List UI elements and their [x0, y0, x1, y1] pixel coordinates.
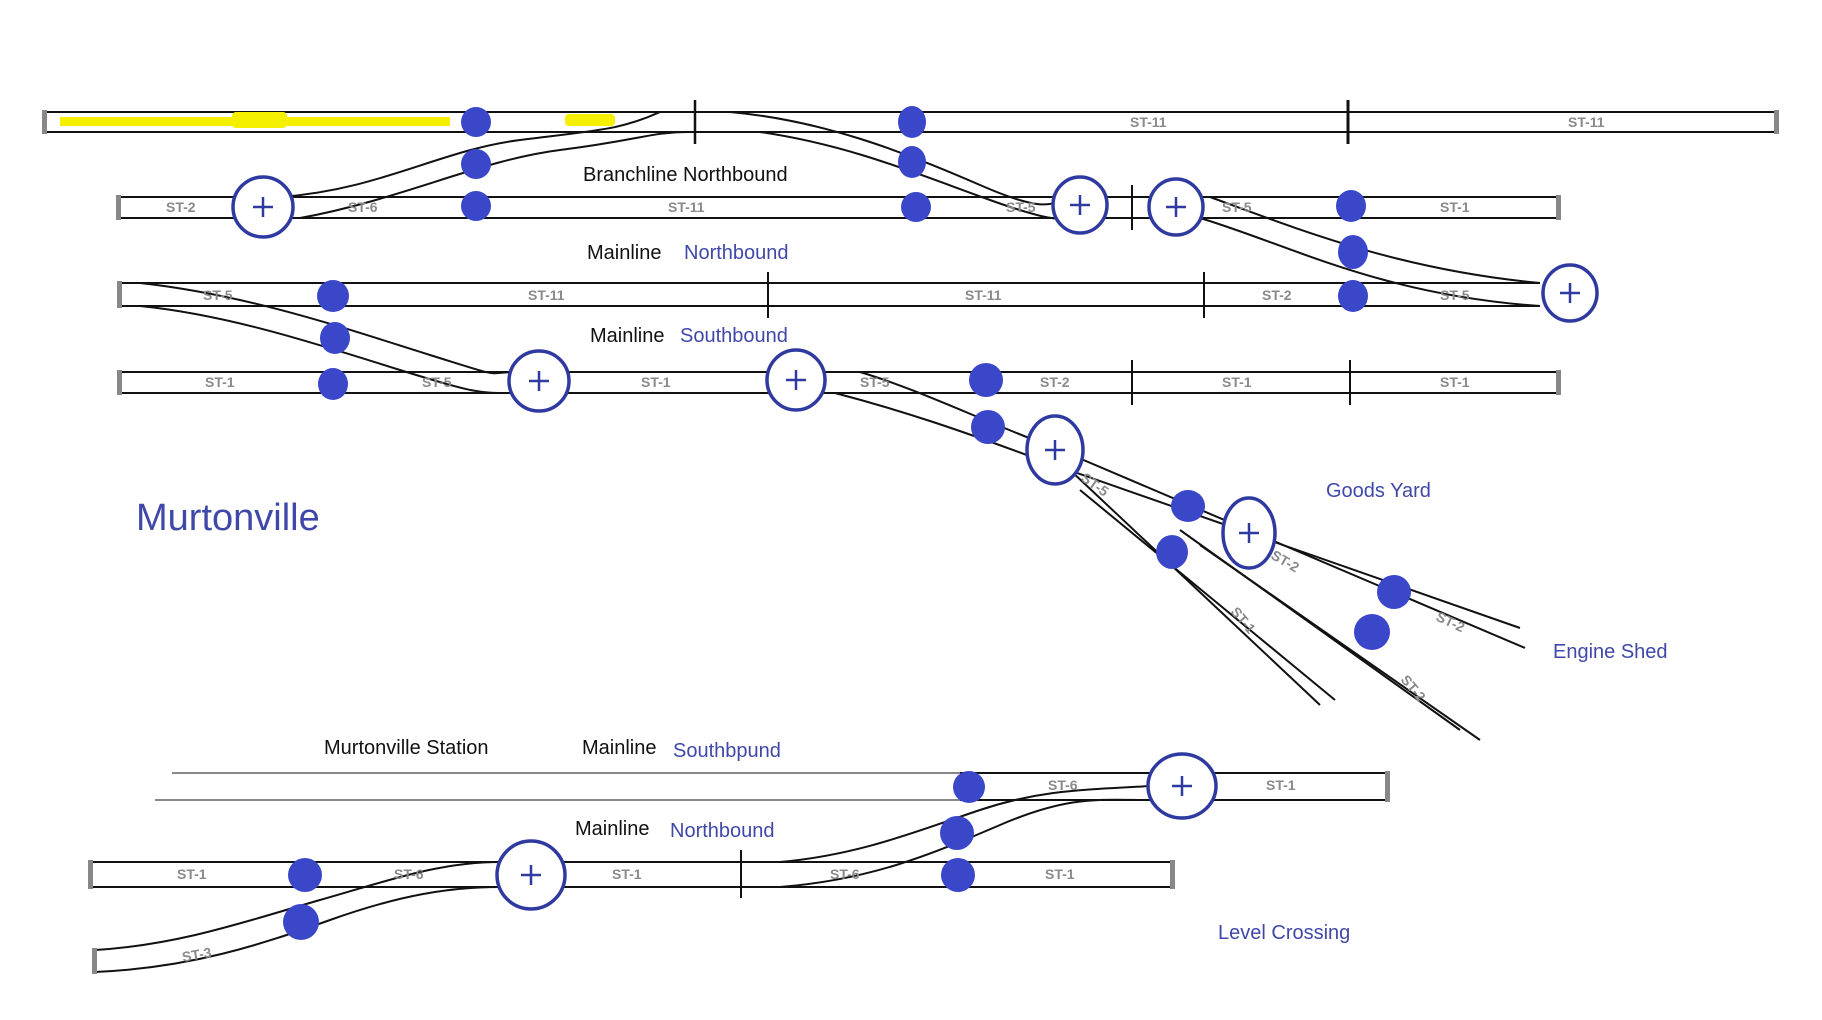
segment-labels: ST-11 ST-11 ST-2 ST-6 ST-11 ST-5 ST-5 ST…: [166, 114, 1605, 965]
blue-dot-icon[interactable]: [320, 322, 350, 354]
track-row-5: [779, 772, 1390, 888]
plus-circle-icon[interactable]: [495, 839, 567, 911]
blue-dot-icon[interactable]: [461, 191, 491, 221]
segment-label: ST-5: [1078, 469, 1112, 499]
blue-dot-icon[interactable]: [901, 192, 931, 222]
track-row-4: [120, 282, 1560, 405]
segment-label: ST-1: [205, 374, 235, 390]
segment-label: ST-6: [830, 866, 860, 882]
mainline-label: Mainline: [575, 818, 650, 840]
page-title: Murtonville: [136, 497, 320, 539]
blue-dot-icon[interactable]: [1338, 235, 1368, 269]
segment-label: ST-5: [203, 287, 233, 303]
blue-dot-icon[interactable]: [318, 368, 348, 400]
segment-label: ST-1: [641, 374, 671, 390]
plus-circle-icon[interactable]: [1541, 263, 1599, 323]
segment-label: ST-11: [1568, 114, 1605, 130]
blue-dot-icon[interactable]: [317, 280, 349, 312]
station-label: Murtonville Station: [324, 737, 489, 759]
segment-label: ST-11: [1130, 114, 1167, 130]
plus-circle-icon[interactable]: [1146, 752, 1218, 820]
level-crossing-label: Level Crossing: [1218, 922, 1351, 944]
segment-label: ST-6: [1048, 777, 1078, 793]
blue-dot-icon[interactable]: [1171, 490, 1205, 522]
blue-dot-icon[interactable]: [969, 363, 1003, 397]
segment-label: ST-1: [1440, 199, 1470, 215]
track-row-6: [90, 850, 1175, 973]
segment-label: ST-1: [1228, 604, 1259, 637]
mainline-label: Mainline: [590, 325, 665, 347]
blue-dot-icon[interactable]: [283, 904, 319, 940]
segment-label: ST-11: [668, 199, 705, 215]
segment-label: ST-2: [1040, 374, 1070, 390]
mainline-label: Mainline: [587, 242, 662, 264]
segment-label: ST-1: [1045, 866, 1075, 882]
plus-circle-icon[interactable]: [1147, 177, 1205, 237]
segment-label: ST-2: [1434, 608, 1468, 635]
point-motors: [231, 175, 1599, 911]
segment-label: ST-5: [1222, 199, 1252, 215]
segment-label: ST-1: [1266, 777, 1296, 793]
segment-label: ST-1: [612, 866, 642, 882]
blue-dot-icon[interactable]: [971, 410, 1005, 444]
segment-label: ST-2: [1262, 287, 1292, 303]
segment-label: ST-5: [1006, 199, 1036, 215]
segment-label: ST-2: [166, 199, 196, 215]
blue-dot-icon[interactable]: [288, 858, 322, 892]
blue-dot-icon[interactable]: [1354, 614, 1390, 650]
goods-yard-label: Goods Yard: [1326, 480, 1431, 502]
segment-label: ST-1: [1440, 374, 1470, 390]
blue-dot-icon[interactable]: [461, 149, 491, 179]
isolator-dots: [283, 106, 1411, 940]
segment-label: ST-5: [422, 374, 452, 390]
plus-circle-icon[interactable]: [1051, 175, 1109, 235]
segment-label: ST-1: [177, 866, 207, 882]
segment-label: ST-5: [860, 374, 890, 390]
highlighted-route: [60, 112, 615, 128]
station-platform-lines: [155, 772, 960, 801]
mainline-label: Mainline: [582, 737, 657, 759]
blue-dot-icon[interactable]: [1156, 535, 1188, 569]
segment-label: ST-11: [528, 287, 565, 303]
northbound-label: Northbound: [684, 242, 789, 264]
segment-label: ST-6: [394, 866, 424, 882]
blue-dot-icon[interactable]: [1338, 280, 1368, 312]
plus-circle-icon[interactable]: [765, 348, 827, 412]
blue-dot-icon[interactable]: [1336, 190, 1366, 222]
branchline-northbound-label: Branchline Northbound: [583, 164, 788, 186]
plus-circle-icon[interactable]: [1221, 496, 1277, 570]
blue-dot-icon[interactable]: [898, 106, 926, 138]
northbound-label: Northbound: [670, 820, 775, 842]
track-end-caps: [42, 110, 1779, 974]
blue-dot-icon[interactable]: [941, 858, 975, 892]
blue-dot-icon[interactable]: [940, 816, 974, 850]
blue-dot-icon[interactable]: [953, 771, 985, 803]
blue-dot-icon[interactable]: [461, 107, 491, 137]
southbound-label: Southbound: [680, 325, 788, 347]
segment-label: ST-5: [1440, 287, 1470, 303]
segment-label: ST-1: [1222, 374, 1252, 390]
blue-dot-icon[interactable]: [898, 146, 926, 178]
southbound-label: Southbpund: [673, 740, 781, 762]
plus-circle-icon[interactable]: [1025, 414, 1085, 486]
blue-dot-icon[interactable]: [1377, 575, 1411, 609]
plus-circle-icon[interactable]: [231, 175, 295, 239]
segment-label: ST-6: [348, 199, 378, 215]
track-row-3: [120, 196, 1541, 318]
segment-label: ST-11: [965, 287, 1002, 303]
segment-label: ST-3: [181, 944, 213, 965]
plus-circle-icon[interactable]: [507, 349, 571, 413]
engine-shed-label: Engine Shed: [1553, 641, 1668, 663]
